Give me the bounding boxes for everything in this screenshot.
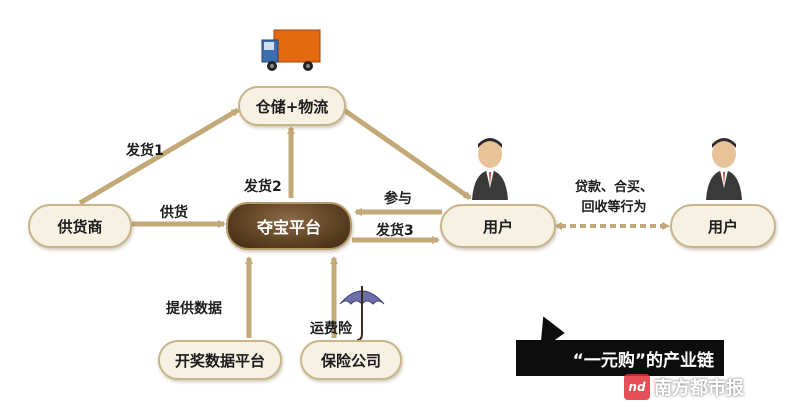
newspaper-name: 南方都市报 bbox=[654, 378, 744, 399]
businessman-icon bbox=[706, 138, 742, 200]
edge-label-freight-insurance: 运费险 bbox=[310, 321, 352, 337]
newspaper-logo-icon: nd bbox=[624, 374, 650, 400]
edge-label-provide-data: 提供数据 bbox=[166, 301, 222, 317]
supplier-node: 供货商 bbox=[28, 204, 132, 248]
warehouse-logistics-node: 仓储+物流 bbox=[238, 86, 346, 126]
insurance-company-label: 保险公司 bbox=[320, 351, 381, 370]
title-banner: “一元购”的产业链 bbox=[516, 340, 724, 376]
lottery-data-platform-label: 开奖数据平台 bbox=[174, 351, 265, 370]
supplier-label: 供货商 bbox=[57, 217, 103, 236]
warehouse-logistics-label: 仓储+物流 bbox=[255, 97, 329, 116]
edge-label-ship1: 发货1 bbox=[126, 143, 164, 159]
edge-label-ship3: 发货3 bbox=[376, 223, 414, 239]
other-user-label: 用户 bbox=[707, 217, 738, 236]
insurance-company-node: 保险公司 bbox=[300, 340, 402, 380]
businessman-icon bbox=[472, 138, 508, 200]
lottery-data-platform-node: 开奖数据平台 bbox=[158, 340, 282, 380]
banner-text: “一元购”的产业链 bbox=[572, 350, 714, 371]
delivery-truck-icon bbox=[261, 29, 321, 71]
other-user-node: 用户 bbox=[670, 204, 776, 248]
newspaper-watermark: nd 南方都市报 bbox=[624, 374, 744, 400]
user-relation-line2: 回收等行为 bbox=[581, 200, 647, 215]
user-relation-line1: 贷款、合买、 bbox=[574, 180, 653, 195]
user-relation-label: 贷款、合买、 回收等行为 bbox=[560, 178, 668, 218]
umbrella-icon bbox=[339, 286, 385, 341]
platform-node: 夺宝平台 bbox=[226, 202, 352, 250]
user-node: 用户 bbox=[440, 204, 556, 248]
edge-label-supply: 供货 bbox=[160, 205, 188, 221]
edge-label-participate: 参与 bbox=[384, 191, 412, 207]
edge-label-ship2: 发货2 bbox=[244, 179, 282, 195]
user-label: 用户 bbox=[482, 217, 513, 236]
platform-label: 夺宝平台 bbox=[256, 218, 321, 237]
arrow-supplier-to-warehouse bbox=[78, 107, 240, 206]
arrow-warehouse-to-user bbox=[342, 107, 472, 201]
